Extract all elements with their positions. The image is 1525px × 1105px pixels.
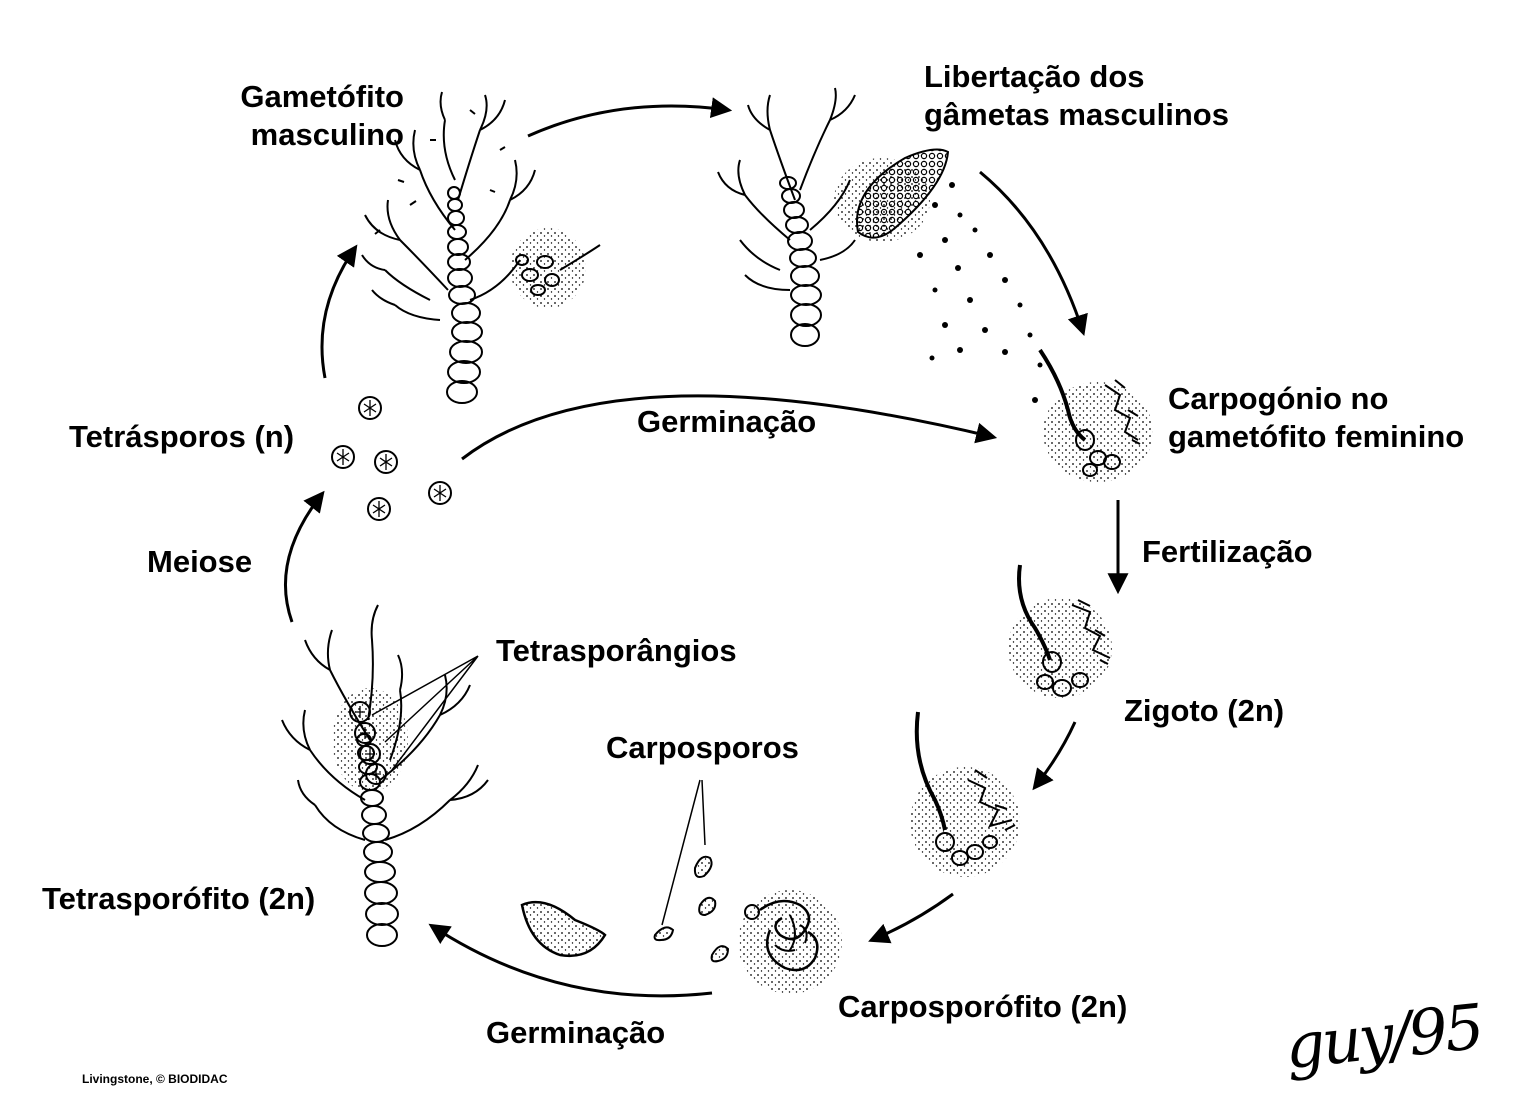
label-zygote: Zigoto (2n) (1124, 693, 1285, 728)
male-spermatangia-cluster (510, 228, 601, 308)
label-carpospores: Carposporos (606, 730, 799, 765)
label-tetrasporangia: Tetrasporângios (496, 633, 737, 668)
cycle-arrows (284, 97, 1129, 998)
male-gamete-release-drawing (717, 87, 1043, 403)
credit-text: Livingstone, © BIODIDAC (82, 1072, 228, 1086)
released-carposporophyte-shape (520, 900, 607, 958)
tetraspore (428, 481, 452, 505)
label-fertilization: Fertilização (1142, 534, 1313, 569)
tetraspore (331, 445, 355, 469)
developing-carposporophyte-drawing (910, 711, 1020, 877)
tetraspore (374, 450, 398, 474)
arrow-germination-bottom (428, 923, 713, 998)
label-carpogonium-line2: gametófito feminino (1168, 419, 1465, 454)
male-gametophyte-stem (446, 186, 483, 404)
zygote-drawing (1008, 564, 1112, 698)
label-germination-bottom: Germinação (486, 1015, 666, 1050)
tetrasporangia-cluster (332, 688, 408, 792)
tetraspore (358, 396, 382, 420)
label-gamete-release: Libertação dos gâmetas masculinos (924, 58, 1229, 134)
label-carpogonium-line1: Carpogónio no (1168, 381, 1389, 416)
label-gamete-release-line2: gâmetas masculinos (924, 97, 1229, 132)
label-meiosis: Meiose (147, 544, 253, 579)
label-carposporophyte: Carposporófito (2n) (838, 989, 1128, 1024)
label-male-gametophyte-line1: Gametófito (240, 79, 404, 114)
tetrasporophyte-drawing (281, 604, 489, 947)
arrow-zygote-to-developing (1032, 721, 1077, 791)
tetraspores-drawing (331, 396, 452, 521)
carpospores-drawing (520, 779, 730, 963)
arrow-spores-to-male (320, 244, 358, 379)
released-gametes (917, 182, 1043, 403)
carpogonium-drawing (1038, 348, 1153, 482)
label-carpogonium: Carpogónio no gametófito feminino (1168, 380, 1464, 456)
carpospore-shapes (653, 855, 730, 963)
release-gametophyte-stem (779, 176, 822, 347)
label-tetrasporophyte: Tetrasporófito (2n) (42, 881, 316, 916)
tetraspore (367, 497, 391, 521)
carpospores-pointer-lines (661, 779, 706, 926)
label-male-gametophyte-line2: masculino (250, 117, 404, 152)
carposporophyte-drawing (738, 890, 842, 994)
tetrasporangia-pointer-lines (371, 655, 479, 771)
label-gamete-release-line1: Libertação dos (924, 59, 1145, 94)
label-germination-top: Germinação (637, 404, 817, 439)
arrow-meiosis (284, 490, 325, 623)
label-male-gametophyte: Gametófito masculino (200, 78, 404, 154)
arrow-release-to-carpogonium (979, 170, 1088, 336)
arrow-germination-top (461, 394, 998, 461)
label-tetraspores: Tetrásporos (n) (69, 419, 295, 454)
spermatangial-sac (834, 148, 950, 242)
male-gametophyte-drawing (361, 91, 601, 404)
arrow-to-carposporophyte (868, 892, 954, 944)
arrow-male-to-release (527, 97, 733, 138)
